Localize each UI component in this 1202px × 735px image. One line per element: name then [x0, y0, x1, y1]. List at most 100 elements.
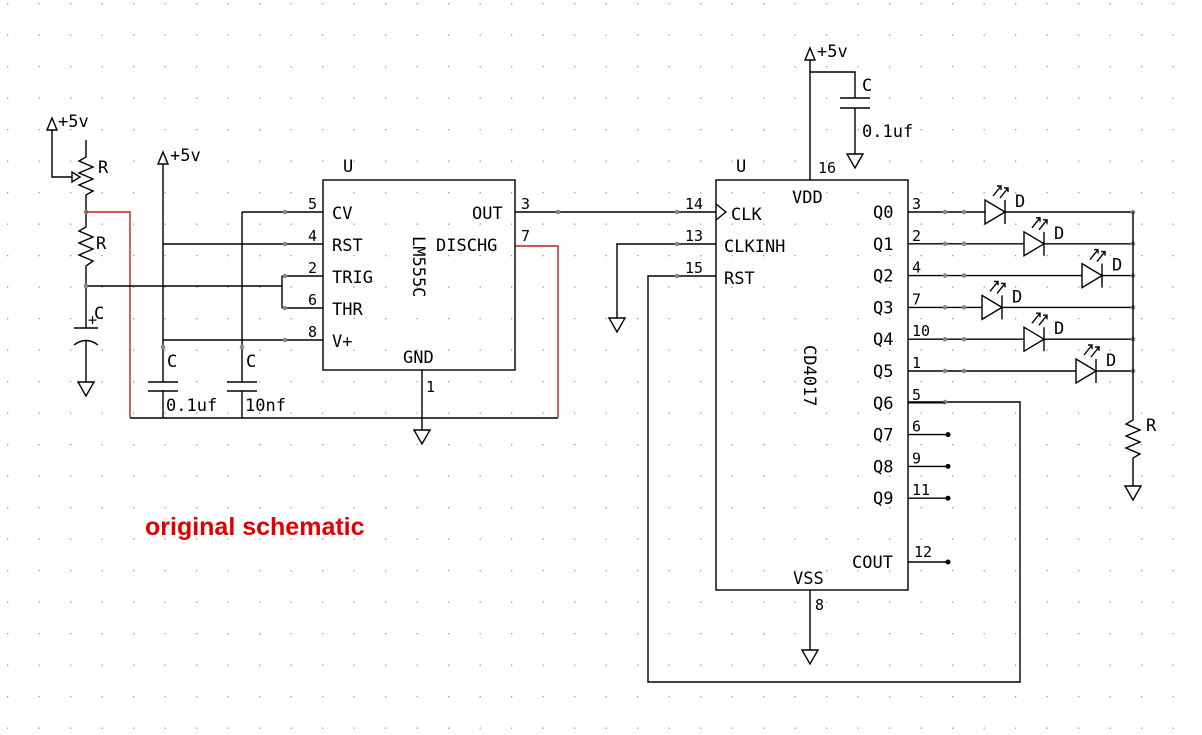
cd4017-output-q2: Q2 [873, 267, 893, 287]
cd4017-output-q8: Q8 [873, 457, 893, 477]
lm555-pin-trig-num: 2 [308, 259, 317, 277]
lm555-pin-vplus-num: 8 [308, 323, 317, 341]
led-q1-designator: D [1054, 224, 1064, 244]
lm555-pin-vplus: V+ [332, 332, 352, 352]
clkinh-ground-symbol [607, 317, 627, 334]
pot-designator: R [98, 158, 109, 178]
cap-10nf-designator: C [246, 352, 256, 372]
lm555-pin-cv: CV [332, 204, 352, 224]
led-q4: D [908, 312, 1136, 353]
title: original schematic [145, 513, 365, 541]
reset-loop-wire [647, 275, 1021, 683]
cd4017-output-q4: Q4 [873, 330, 893, 350]
cd4017-output-q1: Q1 [873, 235, 893, 255]
lm555-pin-trig: TRIG [332, 268, 373, 288]
resistor-right-designator: R [1146, 416, 1157, 436]
led-q0-designator: D [1015, 192, 1025, 212]
cd4017-output-pin-q9: 11 [912, 481, 930, 499]
led-q2-designator: D [1112, 256, 1122, 276]
cd4017-output-pin-q0: 3 [912, 195, 921, 213]
led-q2: D [908, 248, 1136, 289]
led-q5: D [908, 344, 1136, 385]
cd4017-pin-clk-num: 14 [685, 195, 703, 213]
decoupling-capacitor: C 0.1uf [840, 76, 913, 170]
lm555-designator: U [343, 157, 353, 177]
decoupling-cap-designator: C [862, 76, 872, 96]
decoupling-cap-value: 0.1uf [862, 122, 913, 142]
cd4017-output-pin-q1: 2 [912, 227, 921, 245]
discharge-wire-left [86, 211, 131, 418]
cd4017-pin-vdd-num: 16 [818, 159, 836, 177]
lm555-pin-dischg-num: 7 [521, 227, 530, 245]
led-q3-designator: D [1012, 287, 1022, 307]
nc-q9 [908, 495, 951, 501]
resistor-left-designator: R [96, 234, 107, 254]
cd4017-pin-cout-num: 12 [914, 543, 932, 561]
cap-polarity: + [88, 311, 97, 329]
capacitor-01uf: C 0.1uf [148, 344, 217, 418]
clkinh-wire [616, 243, 716, 318]
cd4017-output-q6: Q6 [873, 394, 893, 414]
cd4017-output-q5: Q5 [873, 362, 893, 382]
led-q5-designator: D [1106, 351, 1116, 371]
cd4017-output-pin-q6: 5 [912, 386, 921, 404]
capacitor-10nf: C 10nf [227, 212, 286, 418]
cap-01uf-designator: C [167, 352, 177, 372]
cd4017-output-q7: Q7 [873, 426, 893, 446]
cd4017-output-q0: Q0 [873, 203, 893, 223]
lm555-pin-out-num: 3 [521, 195, 530, 213]
lm555-pin-gnd-num: 1 [426, 378, 435, 396]
timing-capacitor: + C [73, 300, 104, 398]
lm555-pin-out: OUT [472, 204, 503, 224]
lm555-pin-rst: RST [332, 236, 363, 256]
cd4017-designator: U [736, 157, 746, 177]
led-q1: D [908, 217, 1136, 258]
nc-q7 [908, 432, 951, 438]
pin-dots-555 [282, 209, 288, 343]
lm555-pin-thr-num: 6 [308, 291, 317, 309]
lm555-pin-thr: THR [332, 300, 363, 320]
lm555-pin-cv-num: 5 [308, 195, 317, 213]
cd4017-chip: U 14 1 3 15 CLK CLKINH RST VDD 16 VSS 8 C… [685, 157, 932, 614]
led-outputs: D D D D D D [908, 185, 1136, 501]
cd4017-pin-vss: VSS [793, 569, 824, 589]
lm555-pin-dischg: DISCHG [436, 236, 497, 256]
resistor-right: R [1123, 410, 1157, 502]
led-q3: D [908, 280, 1136, 321]
cd4017-pin-rst-num: 15 [685, 259, 703, 277]
cap-10nf-value: 10nf [245, 396, 286, 416]
supply-label-left: +5v [58, 112, 89, 132]
led-q4-designator: D [1054, 319, 1064, 339]
lm555-pin-gnd: GND [403, 348, 434, 368]
lm555-ground-symbol [412, 429, 432, 446]
cap-01uf-value: 0.1uf [166, 396, 217, 416]
cd4017-pin-cout: COUT [852, 553, 893, 573]
cd4017-output-pin-q7: 6 [912, 418, 921, 436]
led-q0: D [908, 185, 1136, 226]
lm555-pin-rst-num: 4 [308, 227, 317, 245]
cd4017-pin-clk: CLK [731, 205, 762, 225]
supply-left: +5v [45, 112, 89, 178]
timing-cap-designator: C [94, 304, 104, 324]
cd4017-pin-clkinh: CLKINH [724, 237, 785, 257]
cd4017-output-pin-q3: 7 [912, 290, 921, 308]
discharge-wire-right [515, 245, 559, 418]
vdd-wire [809, 71, 856, 180]
lm555c-chip: U 5 4 2 6 8 CV RST TRIG THR V+ OUT DISCH… [308, 157, 530, 396]
cd4017-pin-vdd: VDD [792, 188, 823, 208]
cd4017-output-pin-q8: 9 [912, 449, 921, 467]
vss-ground-symbol [800, 649, 820, 666]
potentiometer: R [71, 140, 109, 212]
cd4017-output-pin-q5: 1 [912, 354, 921, 372]
cd4017-output-pin-q4: 10 [912, 322, 930, 340]
nc-q8 [908, 463, 951, 469]
cd4017-output-q3: Q3 [873, 298, 893, 318]
lm555-part-label: LM555C [408, 236, 428, 297]
cd4017-output-pin-q2: 4 [912, 259, 921, 277]
supply-label-right: +5v [817, 42, 848, 62]
cd4017-pin-rst: RST [724, 269, 755, 289]
cd4017-pin-vss-num: 8 [815, 596, 824, 614]
